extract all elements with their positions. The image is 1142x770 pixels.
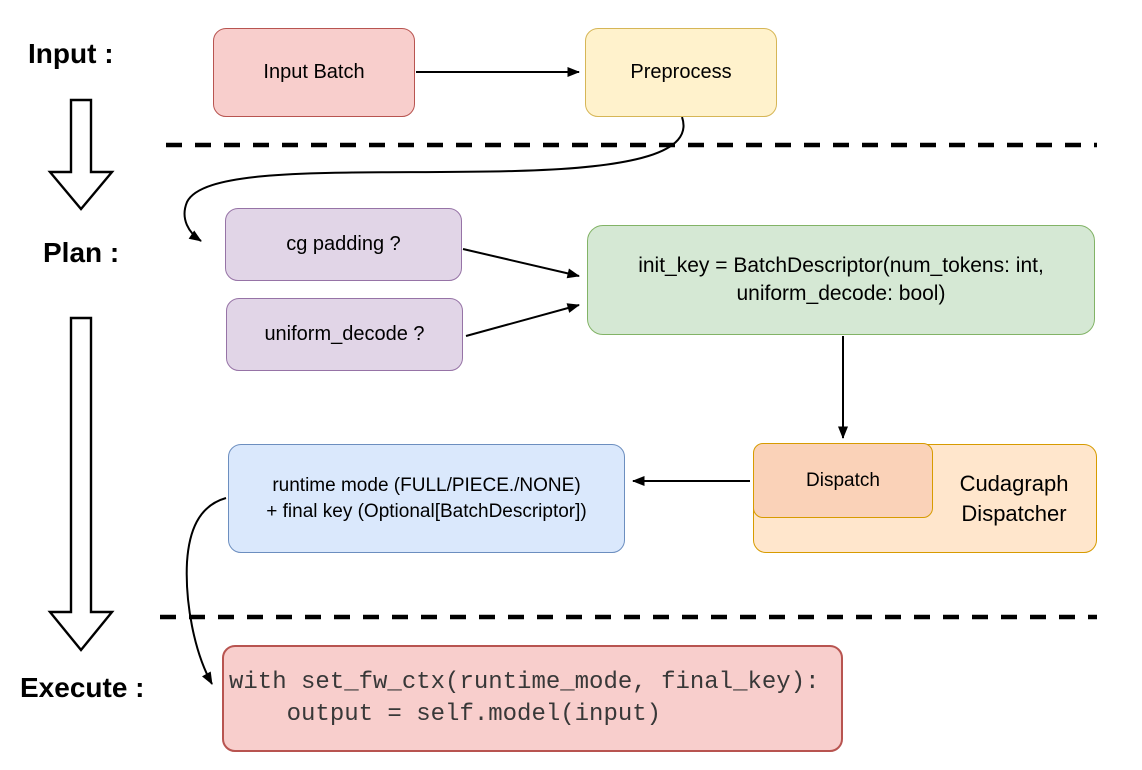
node-uniform-decode: uniform_decode ? (226, 298, 463, 371)
node-runtime-mode-line1: runtime mode (FULL/PIECE./NONE) (272, 474, 581, 496)
node-input-batch-label: Input Batch (263, 61, 365, 83)
node-cudagraph-dispatcher-line1: Cudagraph (959, 470, 1069, 496)
node-runtime-mode: runtime mode (FULL/PIECE./NONE) + final … (228, 444, 625, 553)
stage-label-input: Input : (28, 38, 114, 69)
node-init-key: init_key = BatchDescriptor(num_tokens: i… (587, 225, 1095, 335)
arrow-cg-padding-to-init-key (462, 248, 580, 279)
node-runtime-mode-line2: + final key (Optional[BatchDescriptor]) (266, 500, 587, 522)
stage-label-execute: Execute : (20, 672, 145, 703)
node-preprocess: Preprocess (585, 28, 777, 117)
node-preprocess-label: Preprocess (630, 61, 732, 83)
execute-code-line2: output = self.model(input) (229, 700, 662, 728)
arrow-runtime-mode-to-execute (185, 497, 227, 685)
node-uniform-decode-label: uniform_decode ? (264, 323, 425, 345)
stage-label-plan: Plan : (43, 237, 120, 268)
node-init-key-line1: init_key = BatchDescriptor(num_tokens: i… (638, 253, 1044, 277)
arrow-uniform-decode-to-init-key (465, 303, 580, 337)
node-input-batch: Input Batch (213, 28, 415, 117)
node-init-key-line2: uniform_decode: bool) (736, 282, 946, 305)
stage-arrow-plan-to-execute (47, 316, 115, 652)
node-execute-code: with set_fw_ctx(runtime_mode, final_key)… (222, 645, 843, 752)
node-cg-padding: cg padding ? (225, 208, 462, 281)
node-cg-padding-label: cg padding ? (286, 233, 401, 255)
stage-arrow-input-to-plan (47, 98, 115, 211)
arrow-preprocess-to-cg-padding (183, 116, 685, 242)
node-dispatch-label: Dispatch (806, 469, 880, 491)
node-dispatch: Dispatch (753, 443, 933, 518)
node-cudagraph-dispatcher-line2: Dispatcher (961, 500, 1067, 526)
execute-code-line1: with set_fw_ctx(runtime_mode, final_key)… (229, 668, 820, 696)
